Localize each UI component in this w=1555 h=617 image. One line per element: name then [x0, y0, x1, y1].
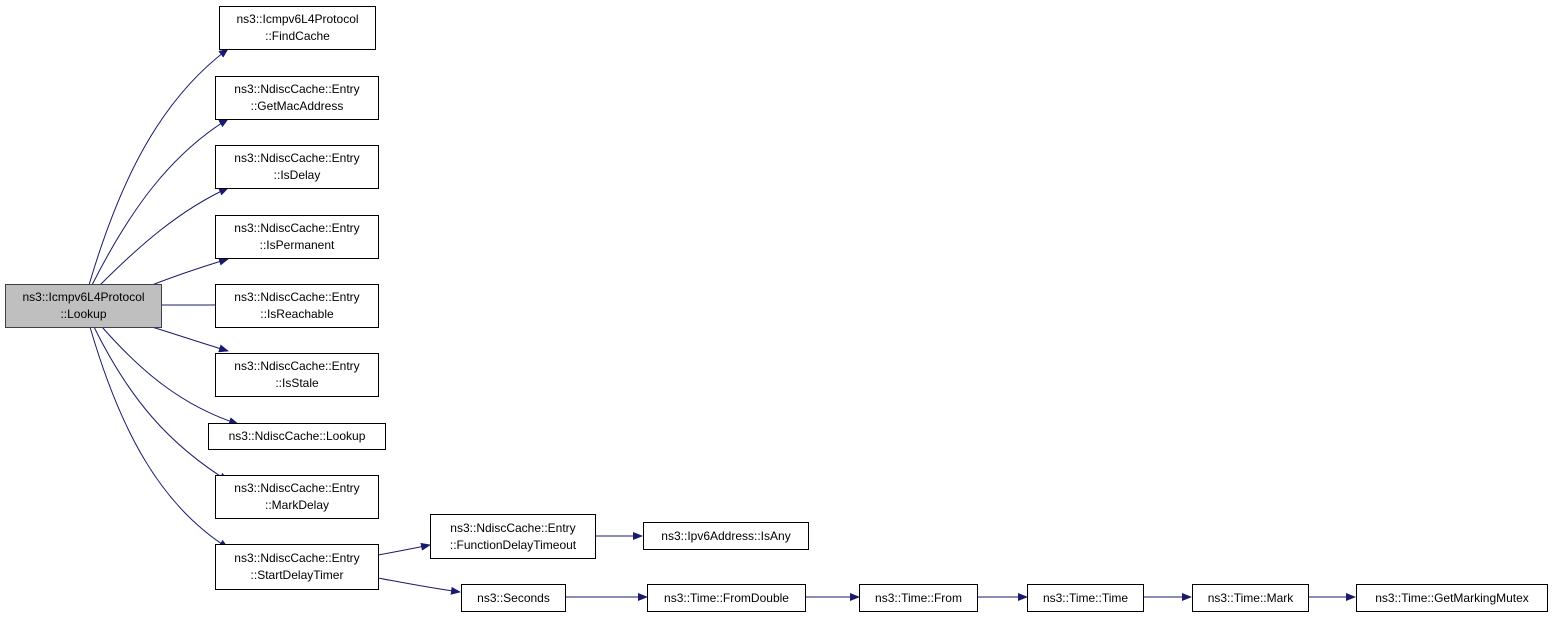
node-label-line1: ns3::Time::From [875, 590, 962, 605]
node-label-line1: ns3::Time::Mark [1207, 590, 1294, 605]
node-label-line2: ::Lookup [60, 307, 107, 321]
node-ndisccache-entry-isreachable[interactable]: ns3::NdiscCache::Entry ::IsReachable [215, 284, 379, 328]
node-label-line2: ::IsDelay [273, 168, 321, 182]
node-label-line2: ::IsPermanent [259, 238, 335, 252]
edge-startdelaytimer-to-functiondelaytimeout [377, 542, 431, 556]
node-time-mark[interactable]: ns3::Time::Mark [1192, 584, 1309, 612]
node-label-line1: ns3::Ipv6Address::IsAny [661, 528, 791, 543]
node-ipv6address-isany[interactable]: ns3::Ipv6Address::IsAny [643, 522, 809, 550]
node-label-line1: ns3::NdiscCache::Lookup [228, 429, 366, 443]
edge-lookup-to-ispermanent [151, 257, 229, 286]
node-label-line1: ns3::NdiscCache::Entry [234, 82, 360, 96]
node-label-line2: ::MarkDelay [264, 498, 329, 512]
node-label-line1: ns3::NdiscCache::Entry [234, 151, 360, 165]
node-label-line1: ns3::Time::Time [1042, 590, 1129, 605]
node-label-line2: ::StartDelayTimer [250, 568, 344, 582]
node-label-line2: ::FunctionDelayTimeout [449, 537, 577, 552]
node-ndisccache-entry-functiondelaytimeout[interactable]: ns3::NdiscCache::Entry ::FunctionDelayTi… [430, 514, 596, 559]
node-label-line2: ::IsReachable [260, 307, 334, 321]
node-icmpv6l4protocol-findcache[interactable]: ns3::Icmpv6L4Protocol ::FindCache [219, 6, 376, 50]
edge-startdelaytimer-to-seconds [377, 577, 461, 595]
edge-lookup-to-isstale [151, 326, 229, 353]
node-label-line1: ns3::NdiscCache::Entry [234, 481, 360, 495]
node-label-line1: ns3::NdiscCache::Entry [234, 221, 360, 235]
node-icmpv6l4protocol-lookup: ns3::Icmpv6L4Protocol ::Lookup [5, 284, 162, 328]
edge-lookup-to-findcache [88, 48, 229, 286]
node-label-line1: ns3::NdiscCache::Entry [234, 551, 360, 565]
node-label-line1: ns3::Icmpv6L4Protocol [22, 290, 145, 304]
node-label-line1: ns3::NdiscCache::Entry [234, 290, 360, 304]
node-time-getmarkingmutex[interactable]: ns3::Time::GetMarkingMutex [1356, 584, 1548, 612]
node-ndisccache-entry-startdelaytimer[interactable]: ns3::NdiscCache::Entry ::StartDelayTimer [215, 544, 379, 590]
node-label-line1: ns3::Time::FromDouble [664, 590, 789, 605]
node-time-fromdouble[interactable]: ns3::Time::FromDouble [647, 584, 806, 612]
edge-lookup-to-markdelay [93, 326, 229, 482]
node-label-line2: ::FindCache [265, 29, 330, 43]
node-label-line1: ns3::Icmpv6L4Protocol [236, 12, 359, 26]
node-ndisccache-entry-markdelay[interactable]: ns3::NdiscCache::Entry ::MarkDelay [215, 475, 379, 519]
edge-lookup-to-isdelay [99, 187, 229, 286]
edge-lookup-to-startdelaytimer [89, 326, 229, 549]
edge-lookup-to-getmacaddress [91, 118, 229, 286]
node-seconds[interactable]: ns3::Seconds [461, 584, 566, 612]
node-ndisccache-entry-isdelay[interactable]: ns3::NdiscCache::Entry ::IsDelay [215, 145, 379, 189]
node-time-from[interactable]: ns3::Time::From [859, 584, 978, 612]
node-ndisccache-entry-getmacaddress[interactable]: ns3::NdiscCache::Entry ::GetMacAddress [215, 76, 379, 120]
node-label-line1: ns3::Time::GetMarkingMutex [1375, 590, 1529, 605]
node-ndisccache-lookup[interactable]: ns3::NdiscCache::Lookup [208, 423, 386, 450]
node-label-line1: ns3::NdiscCache::Entry [450, 520, 576, 535]
node-label-line2: ::GetMacAddress [250, 99, 344, 113]
node-ndisccache-entry-isstale[interactable]: ns3::NdiscCache::Entry ::IsStale [215, 353, 379, 397]
node-time-time[interactable]: ns3::Time::Time [1027, 584, 1144, 612]
edge-lookup-to-ndisccache-lookup [101, 326, 239, 425]
node-ndisccache-entry-ispermanent[interactable]: ns3::NdiscCache::Entry ::IsPermanent [215, 215, 379, 259]
node-label-line1: ns3::Seconds [477, 590, 550, 605]
node-label-line1: ns3::NdiscCache::Entry [234, 359, 360, 373]
node-label-line2: ::IsStale [275, 376, 319, 390]
